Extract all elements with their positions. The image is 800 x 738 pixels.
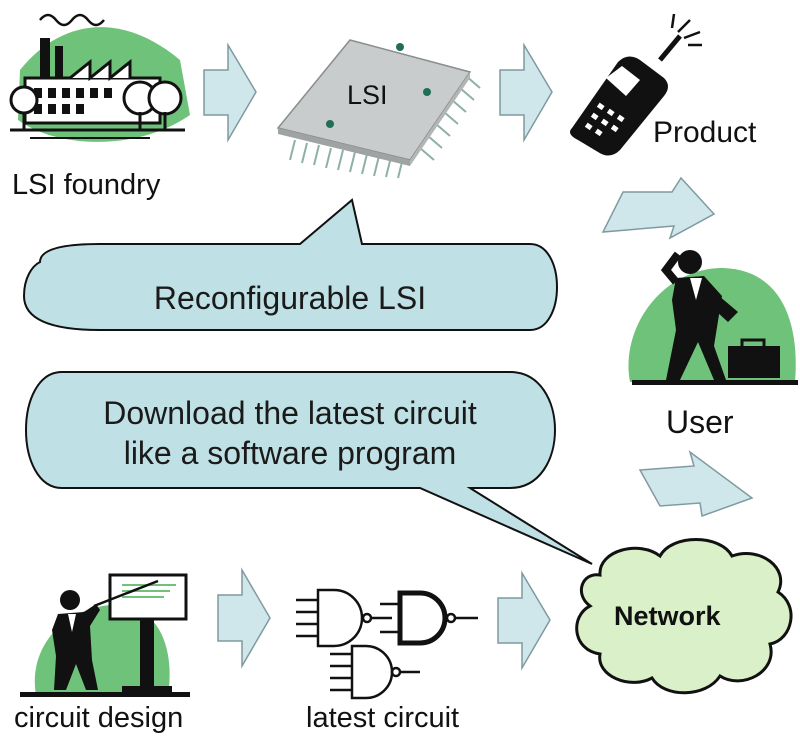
lsi-chip-icon xyxy=(276,39,481,179)
flow-arrow-foundry-to-lsi xyxy=(203,42,257,143)
circuit-design-label: circuit design xyxy=(14,702,184,734)
factory-icon xyxy=(9,13,190,142)
reconfigurable-lsi-bubble xyxy=(22,198,558,331)
download-circuit-text-line2: like a software program xyxy=(123,435,457,471)
flow-arrow-product-to-user xyxy=(601,176,716,240)
lsi-chip-label: LSI xyxy=(347,80,388,110)
flow-arrow-design-to-circuit xyxy=(217,567,271,669)
logic-gates-icon xyxy=(296,588,478,700)
lsi-foundry-label: LSI foundry xyxy=(12,169,161,201)
presenter-icon xyxy=(20,573,190,697)
latest-circuit-label: latest circuit xyxy=(306,702,460,734)
download-circuit-bubble xyxy=(25,371,593,565)
network-label: Network xyxy=(614,601,721,631)
product-label: Product xyxy=(653,116,757,149)
reconfigurable-lsi-text: Reconfigurable LSI xyxy=(153,280,427,316)
network-cloud-icon xyxy=(575,538,793,695)
user-label: User xyxy=(666,404,734,440)
mobile-phone-icon xyxy=(570,13,702,156)
flow-arrow-circuit-to-network xyxy=(497,570,551,671)
flow-arrow-network-to-user xyxy=(638,450,754,518)
download-circuit-text-line1: Download the latest circuit xyxy=(103,395,477,431)
businessman-icon xyxy=(628,250,798,385)
flow-arrow-lsi-to-product xyxy=(499,42,553,143)
